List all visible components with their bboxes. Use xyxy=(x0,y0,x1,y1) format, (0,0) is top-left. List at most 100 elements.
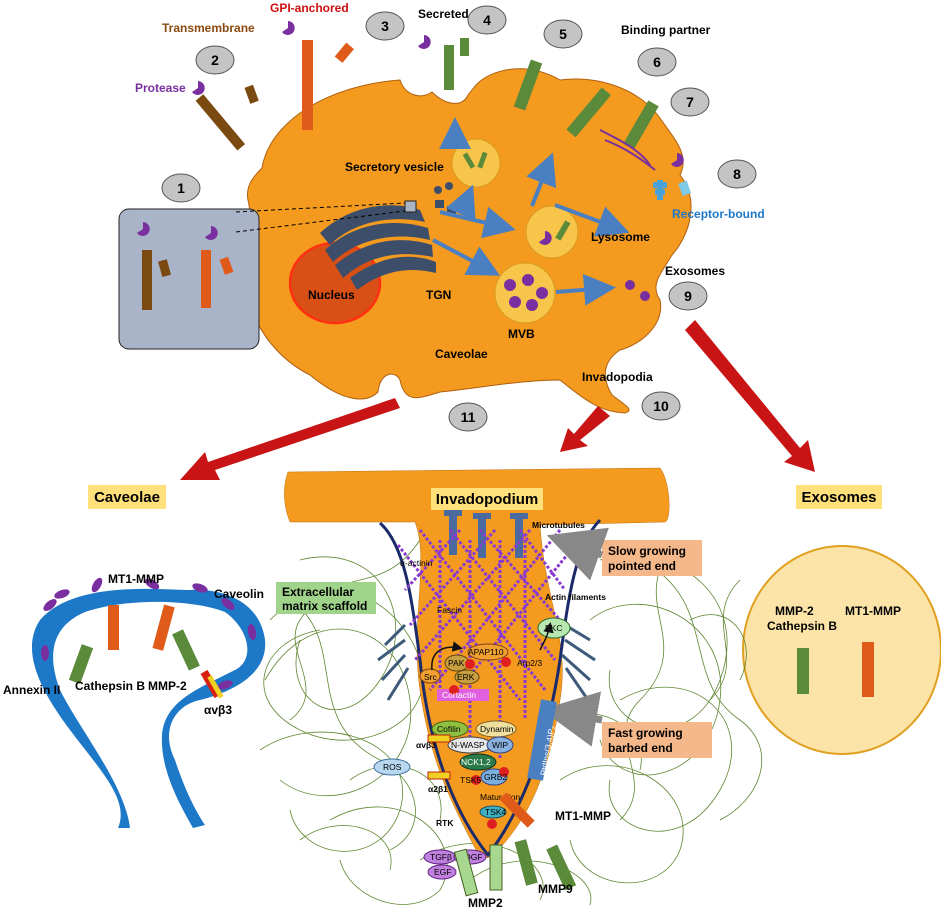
node-ros: ROS xyxy=(383,762,402,772)
slow-growing-box xyxy=(602,540,702,576)
node-cortactin: Cortactin xyxy=(442,690,476,700)
badge-4: 4 xyxy=(483,12,491,28)
cav-caveolin: Caveolin xyxy=(214,587,264,601)
cav-integrin: αvβ3 xyxy=(204,703,232,717)
label-transmembrane: Transmembrane xyxy=(162,21,255,35)
node-tks5: TSK5 xyxy=(460,775,482,785)
trafficking-arrows xyxy=(432,117,630,306)
node-wip: WIP xyxy=(492,740,508,750)
invadopodium-title: Invadopodium xyxy=(436,491,539,508)
badge-10: 10 xyxy=(653,398,669,414)
cav-mmp2: MMP-2 xyxy=(148,679,187,693)
badge-9: 9 xyxy=(684,288,692,304)
invadopodium-cell-body xyxy=(284,467,670,858)
label-tgn: TGN xyxy=(426,288,451,302)
node-av-b3: αvβ3 xyxy=(416,740,436,750)
external-mmps xyxy=(192,21,692,200)
exo-cathepsin: Cathepsin B xyxy=(767,619,837,633)
node-apap: APAP110 xyxy=(468,647,504,657)
node-dynamin: Dynamin xyxy=(480,724,514,734)
slow-growing-2: pointed end xyxy=(608,559,676,573)
node-pak: PAK xyxy=(448,658,465,668)
exosomes-title: Exosomes xyxy=(801,489,876,506)
node-nck: NCK1,2 xyxy=(461,757,491,767)
inv-mmp2: MMP2 xyxy=(468,896,503,910)
inv-alpha-actinin: α-actinin xyxy=(400,558,433,568)
label-binding-partner: Binding partner xyxy=(621,23,711,37)
badge-6: 6 xyxy=(653,54,661,70)
invadopodium-membrane xyxy=(378,518,602,858)
node-src: Src xyxy=(424,672,438,682)
ecm-bundles xyxy=(377,623,596,701)
label-lysosome: Lysosome xyxy=(591,230,650,244)
node-maturation: Maturation xyxy=(480,792,520,802)
node-nwasp: N-WASP xyxy=(451,740,485,750)
inv-mmps xyxy=(427,734,577,897)
node-a2-b1: α2β1 xyxy=(428,784,448,794)
label-gpi-anchored: GPI-anchored xyxy=(270,1,349,15)
badge-2: 2 xyxy=(211,52,219,68)
invadopodium-title-box xyxy=(431,488,543,510)
number-badges xyxy=(161,5,757,432)
fast-growing-1: Fast growing xyxy=(608,726,683,740)
badge-8: 8 xyxy=(733,166,741,182)
inset-box-1 xyxy=(118,202,406,350)
node-rtk: RTK xyxy=(436,818,454,828)
node-tks4: TSK4 xyxy=(485,807,507,817)
label-receptor-bound: Receptor-bound xyxy=(672,207,765,221)
slow-growing-1: Slow growing xyxy=(608,544,686,558)
badge-1: 1 xyxy=(177,180,185,196)
label-protease: Protease xyxy=(135,81,186,95)
badge-11: 11 xyxy=(461,409,476,425)
inv-microtubules: Microtubules xyxy=(532,520,585,530)
ecm-scaffold-label-2: matrix scaffold xyxy=(282,599,367,613)
slow-arrow xyxy=(546,527,609,581)
exosome-panel xyxy=(742,545,941,755)
label-mvb: MVB xyxy=(508,327,535,341)
fast-growing-2: barbed end xyxy=(608,741,673,755)
signalling-nodes xyxy=(373,617,571,880)
label-exosomes: Exosomes xyxy=(665,264,725,278)
exosomes-title-box xyxy=(796,485,882,509)
inv-mmp9: MMP9 xyxy=(538,882,573,896)
node-grb2: GRB2 xyxy=(484,772,507,782)
inv-fascin: Fascin xyxy=(437,605,462,615)
secretory-vesicle xyxy=(451,138,501,188)
phosphate-markers xyxy=(449,657,511,829)
exo-mmp2: MMP-2 xyxy=(775,604,814,618)
caveolae-panel xyxy=(31,577,266,828)
label-secreted: Secreted xyxy=(418,7,469,21)
node-tgfb: TGFβ xyxy=(430,852,452,862)
signal-arrows xyxy=(431,622,554,671)
caveolae-title: Caveolae xyxy=(94,489,160,506)
released-exosomes xyxy=(625,280,650,301)
cav-annexin: Annexin II xyxy=(3,683,60,697)
node-egf: EGF xyxy=(434,867,451,877)
label-caveolae-top: Caveolae xyxy=(435,347,488,361)
mvb xyxy=(494,262,556,324)
inv-actin-filaments: Actin filaments xyxy=(545,592,606,602)
label-nucleus: Nucleus xyxy=(308,288,355,302)
fast-arrow xyxy=(541,691,603,747)
number-badge-labels: 1 2 3 4 5 6 7 8 9 10 11 xyxy=(177,12,741,425)
badge-7: 7 xyxy=(686,94,694,110)
fast-growing-box xyxy=(602,722,712,758)
badge-5: 5 xyxy=(559,26,567,42)
label-invadopodia: Invadopodia xyxy=(582,370,653,384)
node-arp: Arp2/3 xyxy=(517,658,542,668)
ecm-scaffold-label-1: Extracellular xyxy=(282,585,354,599)
red-arrows xyxy=(180,320,815,480)
node-pkc: PKC xyxy=(545,623,562,633)
badge-3: 3 xyxy=(381,18,389,34)
node-erk: ERK xyxy=(457,672,475,682)
ecm-fibers xyxy=(259,539,763,906)
node-mt1mmp: MT1-MMP xyxy=(555,809,611,823)
label-secretory-vesicle: Secretory vesicle xyxy=(345,160,444,174)
exo-mt1mmp: MT1-MMP xyxy=(845,604,901,618)
cav-cathepsin: Cathepsin B xyxy=(75,679,145,693)
node-pdgf: PDGF xyxy=(459,852,483,862)
ecm-scaffold-box xyxy=(276,582,376,614)
caveolae-title-box xyxy=(88,485,166,509)
cav-mt1mmp: MT1-MMP xyxy=(108,572,164,586)
